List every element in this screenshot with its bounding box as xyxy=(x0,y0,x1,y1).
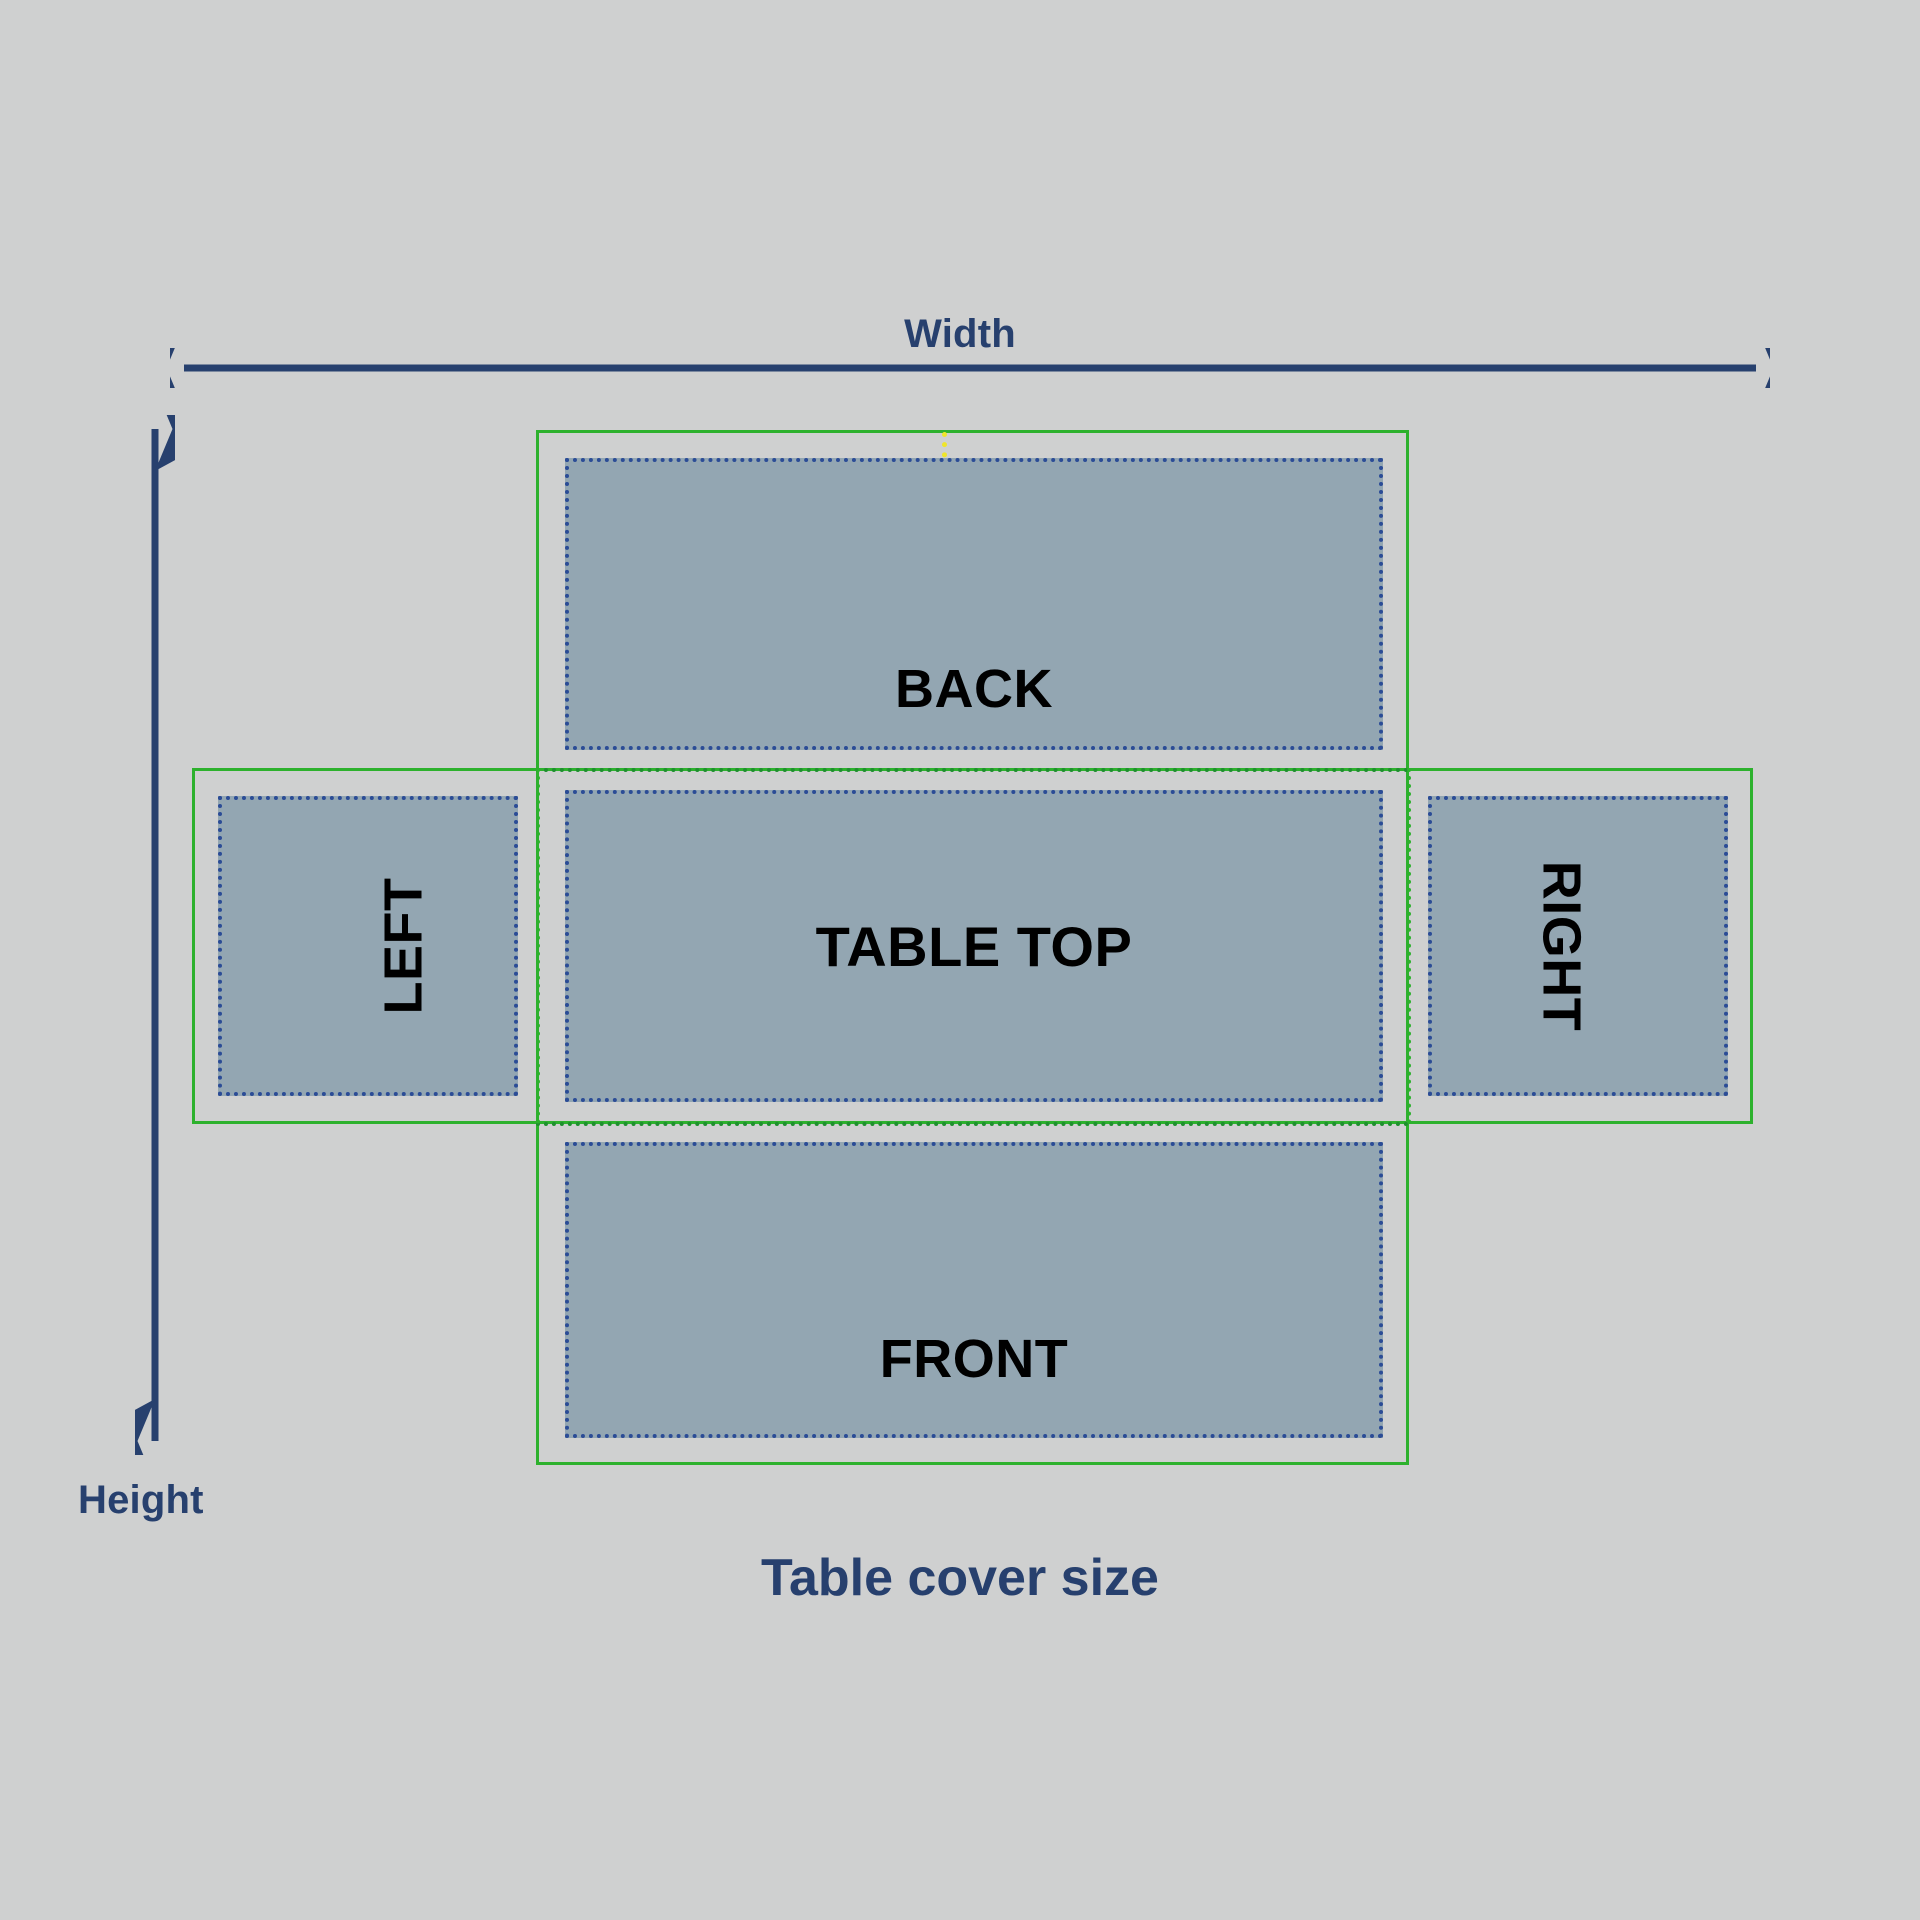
panel-back-label: BACK xyxy=(895,659,1053,719)
fold-line-back xyxy=(536,768,1409,772)
panel-table-top-label: TABLE TOP xyxy=(815,914,1133,978)
fold-line-right xyxy=(1407,768,1411,1124)
panel-right-label: RIGHT xyxy=(1531,860,1592,1032)
panel-back: BACK xyxy=(565,458,1383,750)
panel-left-label: LEFT xyxy=(373,877,434,1015)
panel-front-label: FRONT xyxy=(879,1329,1069,1389)
panel-left: LEFT xyxy=(218,796,518,1096)
fold-line-front xyxy=(536,1122,1409,1126)
panel-front: FRONT xyxy=(565,1142,1383,1438)
width-dimension-label: Width xyxy=(904,312,1016,356)
diagram-caption: Table cover size xyxy=(761,1549,1159,1607)
panel-table-top: TABLE TOP xyxy=(565,790,1383,1102)
panel-right: RIGHT xyxy=(1428,796,1728,1096)
fold-line-left xyxy=(536,768,540,1124)
height-dimension-arrow xyxy=(135,415,175,1455)
height-dimension-label: Height xyxy=(78,1478,204,1522)
